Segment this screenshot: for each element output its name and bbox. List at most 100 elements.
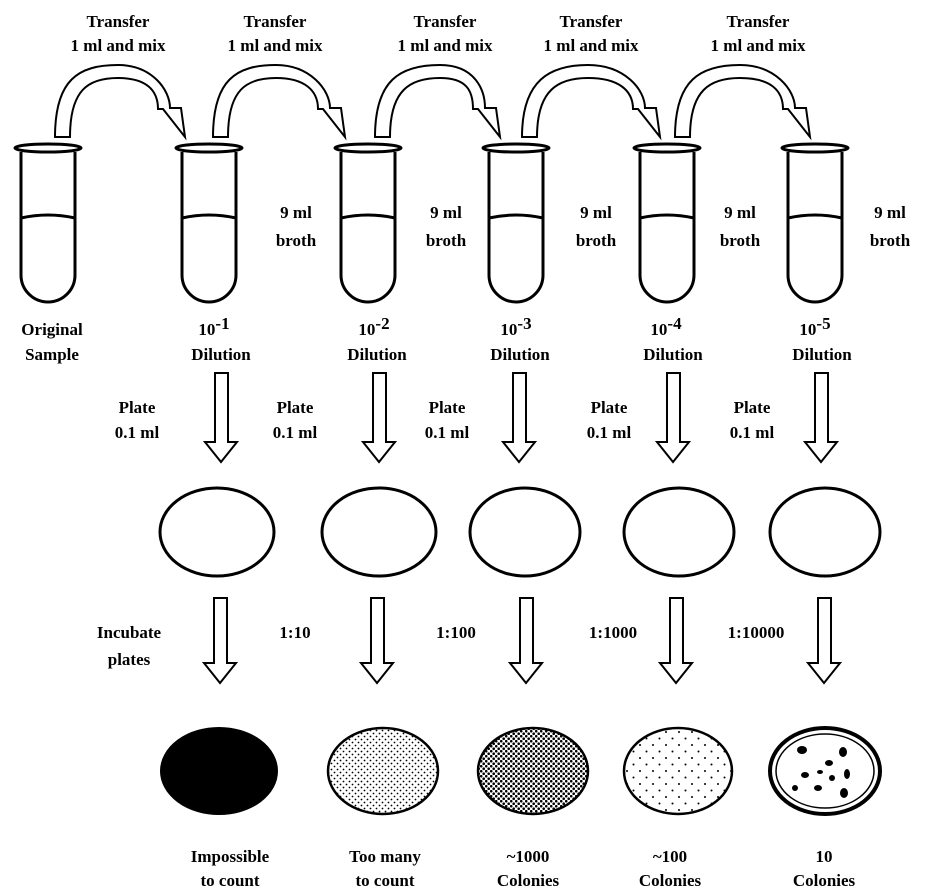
result-label-4-line2: Colonies <box>639 871 702 889</box>
ratio-label-3: 1:1000 <box>589 623 637 642</box>
result-label-5-line2: Colonies <box>793 871 856 889</box>
plate-label-2-line2: 0.1 ml <box>273 423 318 442</box>
transfer-label-5-line1: Transfer <box>727 12 790 31</box>
incubated-plate-1-solid <box>160 727 278 815</box>
incubation-arrows <box>201 597 843 685</box>
tube-dilution-2 <box>333 142 403 304</box>
tube-label-original-line1: Original <box>21 320 83 339</box>
plate-label-5-line2: 0.1 ml <box>730 423 775 442</box>
transfer-arrow-1 <box>53 63 187 141</box>
tube-label-2-line2: Dilution <box>347 345 407 364</box>
transfer-label-4-line1: Transfer <box>560 12 623 31</box>
tube-label-3-line2: Dilution <box>490 345 550 364</box>
incubation-arrow-3 <box>507 597 545 685</box>
result-labels: Impossible to count Too many to count ~1… <box>191 847 856 889</box>
incubation-arrow-2 <box>358 597 396 685</box>
incubated-plates <box>160 726 882 816</box>
broth-label-4-line1: 9 ml <box>724 203 756 222</box>
transfer-label-3-line2: 1 ml and mix <box>398 36 493 55</box>
result-label-5-line1: 10 <box>816 847 833 866</box>
broth-labels: 9 ml broth 9 ml broth 9 ml broth 9 ml br… <box>276 203 911 250</box>
transfer-labels: Transfer 1 ml and mix Transfer 1 ml and … <box>71 12 806 55</box>
transfer-label-2-line1: Transfer <box>244 12 307 31</box>
tube-label-5-exponent: 10-5 <box>799 314 830 339</box>
tube-labels: Original Sample 10-1 Dilution 10-2 Dilut… <box>21 314 852 364</box>
tube-dilution-5 <box>780 142 850 304</box>
plate-label-4-line2: 0.1 ml <box>587 423 632 442</box>
colony-8 <box>840 788 848 798</box>
incubated-plate-3-dense <box>476 726 590 816</box>
transfer-arrow-5 <box>673 63 812 141</box>
broth-label-5-line1: 9 ml <box>874 203 906 222</box>
transfer-arrow-2 <box>211 63 347 141</box>
incubation-arrow-4 <box>657 597 695 685</box>
ratio-label-4: 1:10000 <box>728 623 785 642</box>
plate-label-1-line2: 0.1 ml <box>115 423 160 442</box>
plate-label-1-line1: Plate <box>119 398 156 417</box>
tube-label-1-line2: Dilution <box>191 345 251 364</box>
plating-arrows <box>202 372 840 464</box>
plate-label-3-line1: Plate <box>429 398 466 417</box>
colony-3 <box>825 760 833 766</box>
transfer-arrows <box>53 63 812 141</box>
broth-label-1-line1: 9 ml <box>280 203 312 222</box>
tube-label-4-exponent: 10-4 <box>650 314 682 339</box>
empty-plate-4 <box>622 486 736 578</box>
result-label-1-line1: Impossible <box>191 847 270 866</box>
transfer-label-2-line2: 1 ml and mix <box>228 36 323 55</box>
transfer-label-1-line2: 1 ml and mix <box>71 36 166 55</box>
colony-9 <box>817 770 823 774</box>
broth-label-3-line2: broth <box>576 231 617 250</box>
plate-label-5-line1: Plate <box>734 398 771 417</box>
tube-label-3-exponent: 10-3 <box>500 314 531 339</box>
ratio-label-1: 1:10 <box>279 623 310 642</box>
transfer-label-5-line2: 1 ml and mix <box>711 36 806 55</box>
incubated-plate-4-dots <box>622 726 734 816</box>
colony-5 <box>829 775 835 781</box>
colony-4 <box>801 772 809 778</box>
tube-dilution-3 <box>481 142 551 304</box>
broth-label-3-line1: 9 ml <box>580 203 612 222</box>
result-label-2-line1: Too many <box>349 847 421 866</box>
broth-label-2-line2: broth <box>426 231 467 250</box>
tube-label-1-exponent: 10-1 <box>198 314 229 339</box>
tubes <box>13 142 850 304</box>
plate-labels: Plate 0.1 ml Plate 0.1 ml Plate 0.1 ml P… <box>115 398 775 442</box>
result-label-4-line1: ~100 <box>653 847 687 866</box>
broth-label-1-line2: broth <box>276 231 317 250</box>
empty-plate-2 <box>320 486 438 578</box>
empty-plates <box>158 486 882 578</box>
plating-arrow-2 <box>360 372 398 464</box>
broth-label-2-line1: 9 ml <box>430 203 462 222</box>
result-label-1-line2: to count <box>200 871 259 889</box>
colony-7 <box>814 785 822 791</box>
plating-arrow-3 <box>500 372 538 464</box>
plate-label-2-line1: Plate <box>277 398 314 417</box>
tube-dilution-1 <box>174 142 244 304</box>
transfer-arrow-3 <box>373 63 502 141</box>
colony-10 <box>792 785 798 791</box>
result-label-3-line1: ~1000 <box>507 847 550 866</box>
incubated-plate-5-ten-colonies <box>768 726 882 816</box>
tube-original <box>13 142 83 304</box>
tube-dilution-4 <box>632 142 702 304</box>
transfer-label-3-line1: Transfer <box>414 12 477 31</box>
incubation-arrow-5 <box>805 597 843 685</box>
colony-1 <box>797 746 807 754</box>
empty-plate-1 <box>158 486 276 578</box>
empty-plate-3 <box>468 486 582 578</box>
empty-plate-5 <box>768 486 882 578</box>
colony-2 <box>839 747 847 757</box>
incubated-plate-2-sparse <box>326 726 440 816</box>
incubate-label-line2: plates <box>108 650 151 669</box>
plating-arrow-5 <box>802 372 840 464</box>
plate-label-3-line2: 0.1 ml <box>425 423 470 442</box>
transfer-label-1-line1: Transfer <box>87 12 150 31</box>
result-label-2-line2: to count <box>355 871 414 889</box>
result-label-3-line2: Colonies <box>497 871 560 889</box>
broth-label-4-line2: broth <box>720 231 761 250</box>
colony-6 <box>844 769 850 779</box>
tube-label-5-line2: Dilution <box>792 345 852 364</box>
broth-label-5-line2: broth <box>870 231 911 250</box>
